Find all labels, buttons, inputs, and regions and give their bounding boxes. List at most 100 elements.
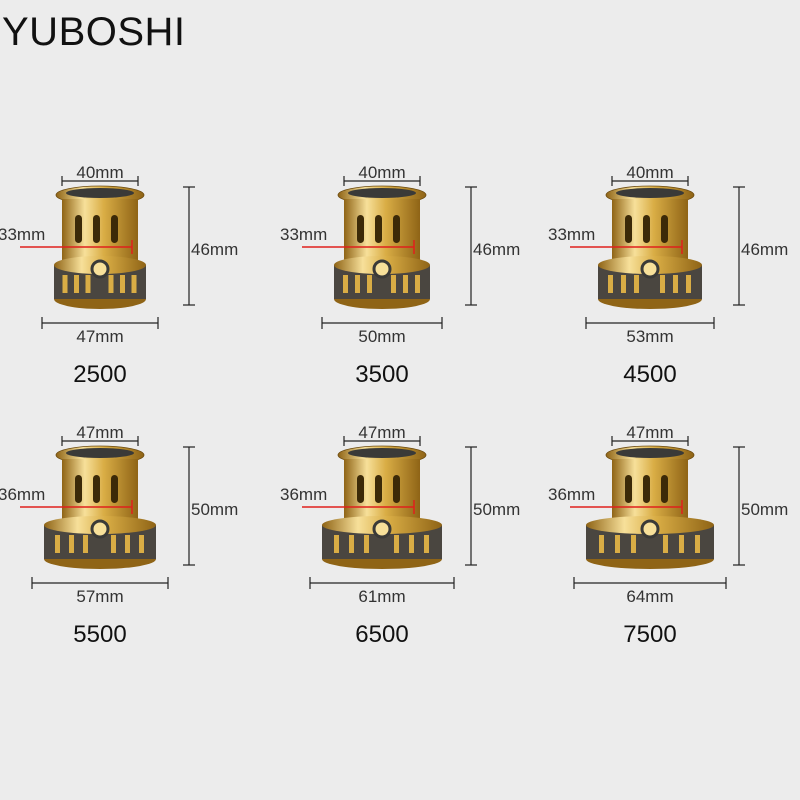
spool-base-window — [621, 275, 626, 293]
spool-illustration — [20, 176, 195, 329]
spool-base-window — [424, 535, 429, 553]
line-diameter-label: 33mm — [280, 225, 328, 244]
spool-illustration — [570, 176, 745, 329]
spool-top-face — [616, 448, 684, 458]
base-width-label: 64mm — [626, 587, 674, 606]
top-width-label: 40mm — [358, 163, 406, 182]
spool-slot — [93, 475, 100, 503]
base-width-label: 53mm — [626, 327, 674, 346]
spool-base-window — [334, 535, 339, 553]
spool-base-window — [663, 535, 668, 553]
top-width-label: 40mm — [76, 163, 124, 182]
height-label: 50mm — [741, 500, 789, 519]
spool-base-window — [599, 535, 604, 553]
line-diameter-label: 36mm — [0, 485, 46, 504]
spool-base-window — [139, 535, 144, 553]
model-number: 5500 — [73, 621, 127, 648]
spool-base-window — [695, 535, 700, 553]
spool-base-window — [673, 275, 678, 293]
spool-base-window — [608, 275, 613, 293]
spool-knob — [372, 519, 392, 539]
line-diameter-label: 33mm — [0, 225, 46, 244]
spool-knob — [640, 259, 660, 279]
spool-base-window — [394, 535, 399, 553]
spool-top-face — [66, 448, 134, 458]
spool-slot — [111, 215, 118, 243]
spool-base-window — [83, 535, 88, 553]
spool-slot — [357, 215, 364, 243]
base-width-label: 57mm — [76, 587, 124, 606]
model-number: 6500 — [355, 621, 409, 648]
spool-base-window — [367, 275, 372, 293]
spool-illustration — [302, 176, 477, 329]
spool-slot — [661, 215, 668, 243]
model-number: 3500 — [355, 361, 409, 388]
spool-base-window — [391, 275, 396, 293]
spool-base-window — [343, 275, 348, 293]
model-number: 2500 — [73, 361, 127, 388]
spool-base-window — [403, 275, 408, 293]
spool-base-window — [131, 275, 137, 293]
spool-top-face — [348, 448, 416, 458]
line-diameter-label: 36mm — [280, 485, 328, 504]
top-width-label: 47mm — [626, 423, 674, 442]
spool-slot — [357, 475, 364, 503]
spool-illustration — [20, 436, 195, 589]
spool-knob — [372, 259, 392, 279]
spool-slot — [643, 215, 650, 243]
spool-base-window — [409, 535, 414, 553]
height-label: 46mm — [741, 240, 789, 259]
spool-top-face — [66, 188, 134, 198]
spool-base-window — [108, 275, 114, 293]
spool-knob — [640, 519, 660, 539]
spool-slot — [625, 215, 632, 243]
spool-base-window — [634, 275, 639, 293]
spool-6500: 47mm 36mm 50mm 61mm 6500 — [252, 423, 520, 685]
spool-2500: 40mm 33mm 46mm 47mm 2500 — [0, 163, 238, 425]
spool-3500: 40mm 33mm 46mm 50mm 3500 — [252, 163, 520, 425]
spool-base-window — [120, 275, 125, 293]
height-label: 46mm — [191, 240, 239, 259]
spool-top-face — [348, 188, 416, 198]
line-diameter-label: 36mm — [548, 485, 596, 504]
spool-base-window — [415, 275, 420, 293]
spool-slot — [93, 215, 100, 243]
spool-base-window — [55, 535, 60, 553]
spool-base-window — [62, 275, 68, 293]
spool-base-window — [615, 535, 620, 553]
spool-base-window — [125, 535, 130, 553]
spool-base-window — [364, 535, 369, 553]
spool-base-window — [686, 275, 691, 293]
top-width-label: 40mm — [626, 163, 674, 182]
base-width-label: 50mm — [358, 327, 406, 346]
base-width-label: 47mm — [76, 327, 124, 346]
spool-base-window — [69, 535, 74, 553]
top-width-label: 47mm — [358, 423, 406, 442]
spool-slot — [643, 475, 650, 503]
spool-slot — [375, 215, 382, 243]
spool-slot — [375, 475, 382, 503]
spool-slot — [661, 475, 668, 503]
spool-base-window — [355, 275, 360, 293]
spool-top-face — [616, 188, 684, 198]
spool-base-window — [349, 535, 354, 553]
spool-slot — [75, 475, 82, 503]
brand-name: YUBOSHI — [2, 10, 186, 54]
spool-illustration — [302, 436, 477, 589]
spool-slot — [393, 215, 400, 243]
height-label: 50mm — [473, 500, 521, 519]
height-label: 46mm — [473, 240, 521, 259]
spool-base-window — [74, 275, 79, 293]
spool-knob — [90, 259, 110, 279]
spool-base-window — [631, 535, 636, 553]
spool-base-window — [111, 535, 116, 553]
spool-slot — [75, 215, 82, 243]
spool-base-window — [660, 275, 665, 293]
model-number: 4500 — [623, 361, 677, 388]
spool-base-window — [85, 275, 91, 293]
line-diameter-label: 33mm — [548, 225, 596, 244]
base-width-label: 61mm — [358, 587, 406, 606]
spool-slot — [393, 475, 400, 503]
spool-slot — [625, 475, 632, 503]
